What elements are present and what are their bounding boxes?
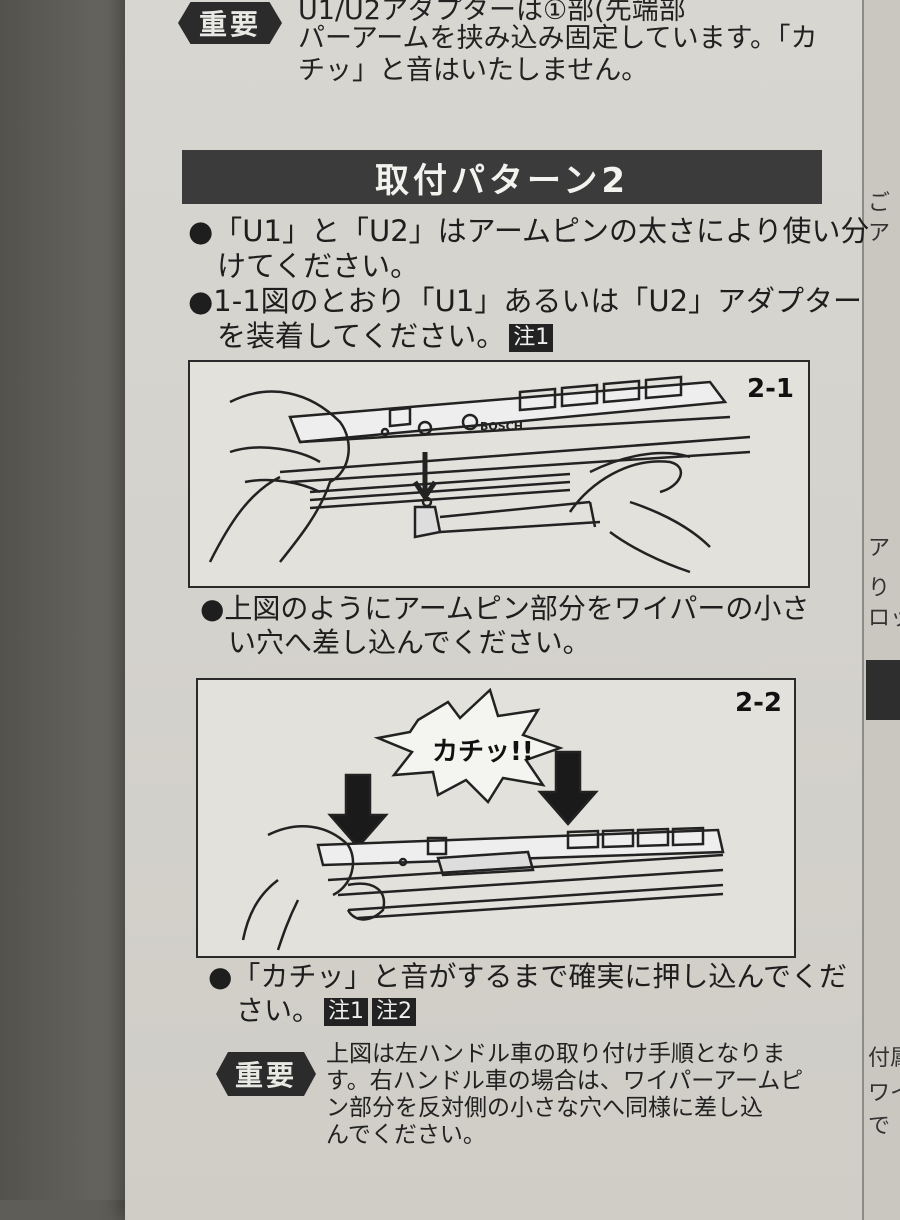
instruction-line: ●1-1図のとおり「U1」あるいは「U2」アダプター — [188, 284, 863, 318]
adjacent-page-text: り — [868, 576, 891, 601]
top-note-line: U1/U2アダプターは①部(先端部 — [298, 0, 686, 26]
top-note-line: チッ」と音はいたしません。 — [298, 55, 649, 86]
bottom-note-line: ン部分を反対側の小さな穴へ同様に差し込 — [326, 1095, 763, 1121]
figure-caption-line: い穴へ差し込んでください。 — [200, 626, 591, 659]
note-tag: 注1 — [509, 324, 554, 352]
top-note-line: パーアームを挟み込み固定しています。「カ — [298, 23, 818, 54]
instruction-line: を装着してください。注1 — [188, 317, 554, 355]
note-tag: 注2 — [372, 998, 417, 1026]
adjacent-page-text: ご — [868, 191, 891, 216]
instruction-text: を装着してください。 — [188, 319, 506, 353]
bottom-note-line: す。右ハンドル車の場合は、ワイパーアームピ — [326, 1068, 804, 1094]
brand-mark: BOSCH — [480, 420, 523, 433]
adjacent-page-text: ワイ — [868, 1081, 900, 1106]
adjacent-page-text: ロッ — [868, 606, 900, 631]
section-title: 取付パターン2 — [182, 150, 822, 204]
figure-2-1: 2-1 — [188, 360, 810, 588]
figure-2-2: 2-2 カチッ!! — [196, 678, 796, 958]
note-tag: 注1 — [324, 998, 369, 1026]
important-badge: 重要 — [216, 1052, 316, 1096]
adjacent-page-text: 付属 — [868, 1046, 900, 1071]
wiper-insert-illustration: BOSCH — [208, 375, 751, 574]
click-sound-text: カチッ!! — [432, 737, 534, 767]
bottom-note-line: 上図は左ハンドル車の取り付け手順となりま — [326, 1041, 786, 1067]
adjacent-page-text: で — [868, 1114, 891, 1139]
figure-label: 2-2 — [735, 688, 782, 718]
instruction-line: ●「U1」と「U2」はアームピンの太さにより使い分 — [188, 214, 870, 248]
figure-label: 2-1 — [747, 374, 794, 404]
figure-caption-line: ●上図のようにアームピン部分をワイパーの小さ — [200, 592, 810, 625]
bottom-note-line: んでください。 — [326, 1122, 486, 1148]
wiper-click-illustration: カチッ!! — [241, 687, 725, 951]
caption-text: さい。 — [208, 994, 321, 1027]
instruction-line: けてください。 — [188, 249, 420, 283]
adjacent-page-text: ア — [868, 221, 891, 246]
important-badge: 重要 — [178, 2, 282, 44]
adjacent-page-header-bar — [866, 660, 900, 720]
adjacent-page — [862, 0, 900, 1220]
adjacent-page-text: ア — [868, 536, 891, 561]
figure-caption-line: ●「カチッ」と音がするまで確実に押し込んでくだ — [208, 960, 848, 993]
